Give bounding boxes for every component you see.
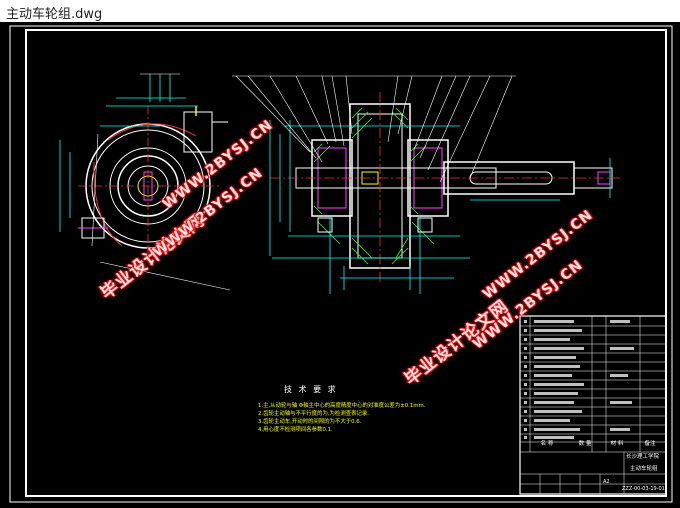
note-line: 4.用心度不检测项间各参数0.1. <box>258 427 333 433</box>
header-material: 材 料 <box>610 441 624 447</box>
parts-list-table <box>519 315 667 495</box>
note-line: 1.主,从动轮与轴 Φ轴主中心的高度精度中心的对准度公差为±0.1mm. <box>258 403 426 409</box>
parts-list-header: 名 称 数 量 材 料 备注 <box>522 439 666 447</box>
note-line: 2.齿轮主动轴与不平行度的为,为检测查表记录. <box>258 411 369 417</box>
drawing-frame-border <box>25 29 667 497</box>
technical-requirements-heading: 技 术 要 求 <box>284 385 338 394</box>
window-title: 主动车轮组.dwg <box>6 7 103 22</box>
title-block-sheet-size: A2 <box>603 479 610 485</box>
technical-notes: 1.主,从动轮与轴 Φ轴主中心的高度精度中心的对准度公差为±0.1mm. 2.齿… <box>258 402 498 434</box>
drawing-svg <box>9 25 673 503</box>
header-name: 名 称 <box>540 441 554 447</box>
window-title-bar: 主动车轮组.dwg <box>0 0 680 23</box>
cad-drawing-canvas[interactable]: 技 术 要 求 1.主,从动轮与轴 Φ轴主中心的高度精度中心的对准度公差为±0.… <box>0 22 680 508</box>
header-qty: 数 量 <box>578 441 592 447</box>
title-block-drawing-number: ZZZ-00-03-19-01 <box>622 486 665 492</box>
wheel-side-view <box>59 73 231 291</box>
note-line: 3.齿轮主动车,开动时的间隙的为不大于0.6. <box>258 419 362 425</box>
header-remark: 备注 <box>644 441 656 447</box>
drawing-outer-border <box>9 25 673 503</box>
title-block-school: 长沙理工学院 <box>626 454 660 460</box>
title-block-part-name: 主动车轮组 <box>630 466 658 472</box>
wheel-section-view <box>232 75 620 294</box>
